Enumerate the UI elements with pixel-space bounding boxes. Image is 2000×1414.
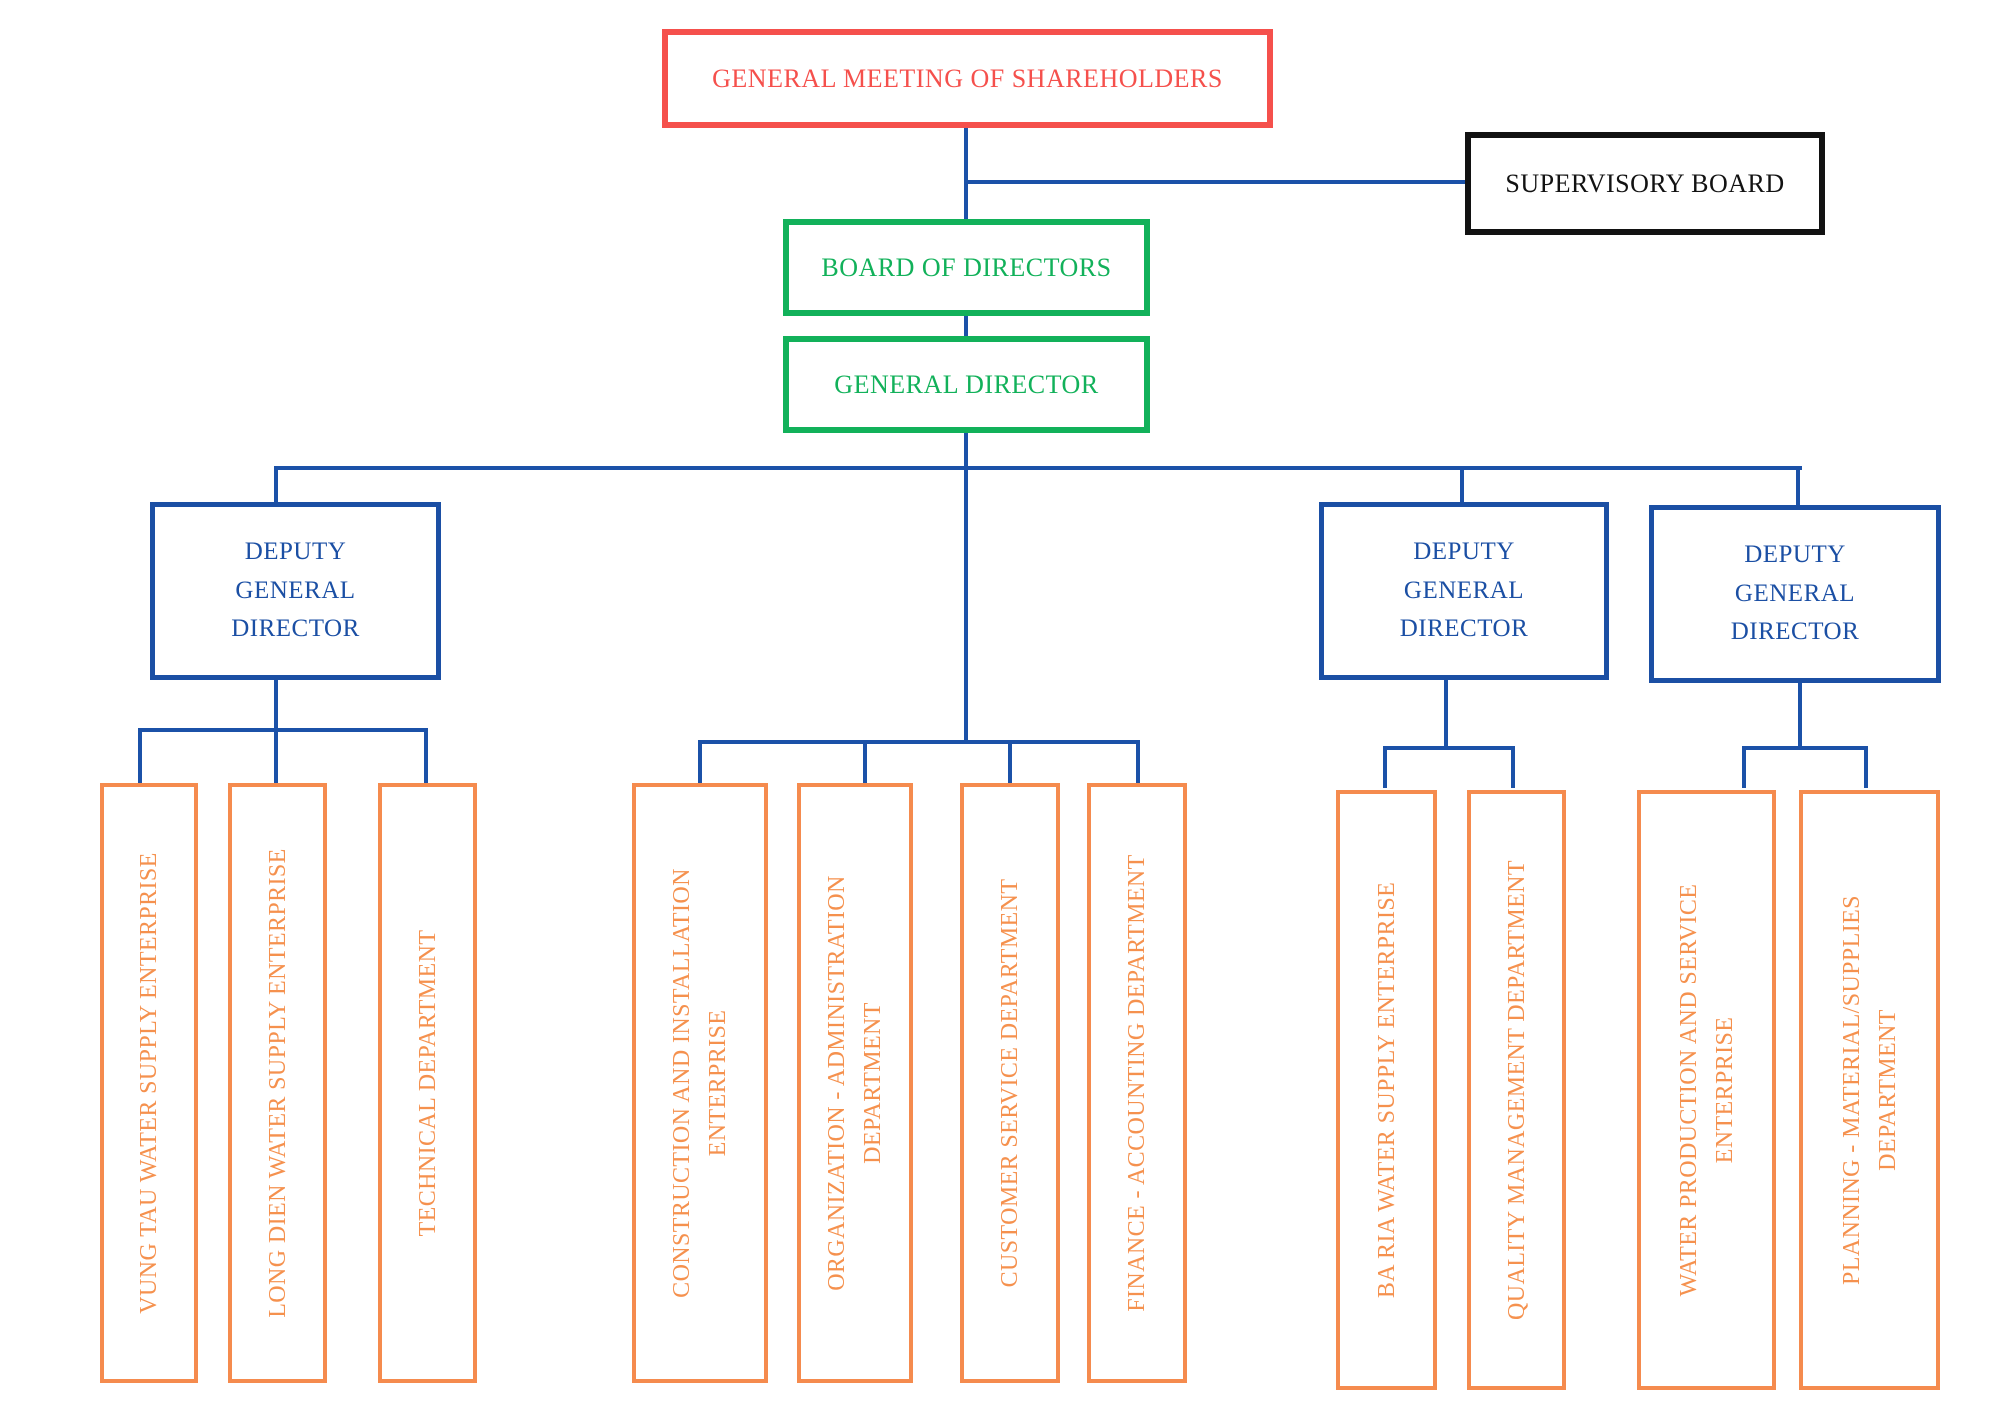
node-organization-administration-department: ORGANIZATION - ADMINISTRATION DEPARTMENT bbox=[797, 783, 913, 1383]
node-deputy-general-director-2: DEPUTY GENERAL DIRECTOR bbox=[1319, 502, 1609, 680]
connector-deputy1-down bbox=[274, 680, 278, 730]
node-customer-service-department: CUSTOMER SERVICE DEPARTMENT bbox=[960, 783, 1060, 1383]
connector-supervisory bbox=[964, 180, 1465, 184]
node-label: GENERAL DIRECTOR bbox=[834, 369, 1099, 399]
connector-deputy2-down bbox=[1444, 680, 1448, 748]
node-label: BA RIA WATER SUPPLY ENTERPRISE bbox=[1373, 881, 1400, 1299]
connector-dep3-rail bbox=[1742, 746, 1868, 750]
node-quality-management-department: QUALITY MANAGEMENT DEPARTMENT bbox=[1467, 790, 1566, 1390]
connector-trunk-top bbox=[964, 128, 968, 222]
node-general-director: GENERAL DIRECTOR bbox=[783, 336, 1150, 433]
node-label: VUNG TAU WATER SUPPLY ENTERPRISE bbox=[136, 852, 162, 1314]
connector-mid-drop-1 bbox=[698, 740, 702, 786]
node-label: WATER PRODUCTION AND SERVICE ENTERPRISE bbox=[1675, 883, 1738, 1297]
connector-left-rail bbox=[138, 728, 428, 732]
connector-gd-rail bbox=[964, 430, 968, 468]
connector-dep2-drop-1 bbox=[1383, 746, 1387, 788]
node-planning-material-supplies-department: PLANNING - MATERIAL/SUPPLIES DEPARTMENT bbox=[1799, 790, 1940, 1390]
node-label: ORGANIZATION - ADMINISTRATION DEPARTMENT bbox=[824, 875, 886, 1291]
connector-drop-deputy-2 bbox=[1460, 466, 1464, 504]
connector-mid-rail bbox=[698, 740, 1140, 744]
connector-left-drop-1 bbox=[138, 728, 142, 786]
node-label: CUSTOMER SERVICE DEPARTMENT bbox=[997, 878, 1023, 1288]
connector-mid-trunk bbox=[964, 468, 968, 742]
node-long-dien-enterprise: LONG DIEN WATER SUPPLY ENTERPRISE bbox=[228, 783, 327, 1383]
node-supervisory-board: SUPERVISORY BOARD bbox=[1465, 132, 1825, 235]
node-label: PLANNING - MATERIAL/SUPPLIES DEPARTMENT bbox=[1838, 895, 1901, 1285]
node-technical-department: TECHNICAL DEPARTMENT bbox=[378, 783, 477, 1383]
node-ba-ria-enterprise: BA RIA WATER SUPPLY ENTERPRISE bbox=[1336, 790, 1437, 1390]
node-label: DEPUTY GENERAL DIRECTOR bbox=[231, 537, 360, 643]
connector-dep3-drop-1 bbox=[1742, 746, 1746, 788]
node-label: DEPUTY GENERAL DIRECTOR bbox=[1399, 537, 1529, 643]
node-water-production-service-enterprise: WATER PRODUCTION AND SERVICE ENTERPRISE bbox=[1637, 790, 1776, 1390]
node-label: DEPUTY GENERAL DIRECTOR bbox=[1730, 540, 1860, 646]
connector-drop-deputy-1 bbox=[274, 466, 278, 504]
node-label: GENERAL MEETING OF SHAREHOLDERS bbox=[712, 63, 1223, 93]
connector-mid-drop-2 bbox=[863, 740, 867, 786]
node-label: QUALITY MANAGEMENT DEPARTMENT bbox=[1503, 860, 1530, 1320]
node-label: SUPERVISORY BOARD bbox=[1505, 168, 1785, 198]
node-deputy-general-director-3: DEPUTY GENERAL DIRECTOR bbox=[1649, 505, 1941, 683]
node-construction-installation-enterprise: CONSTRUCTION AND INSTALLATION ENTERPRISE bbox=[632, 783, 768, 1383]
connector-dep2-rail bbox=[1383, 746, 1515, 750]
connector-mid-drop-4 bbox=[1136, 740, 1140, 786]
connector-mid-drop-3 bbox=[1008, 740, 1012, 786]
node-label: LONG DIEN WATER SUPPLY ENTERPRISE bbox=[264, 848, 291, 1318]
node-board-of-directors: BOARD OF DIRECTORS bbox=[783, 219, 1150, 316]
connector-left-drop-3 bbox=[424, 728, 428, 786]
node-label: FINANCE - ACCOUNTING DEPARTMENT bbox=[1124, 854, 1150, 1312]
node-vung-tau-enterprise: VUNG TAU WATER SUPPLY ENTERPRISE bbox=[100, 783, 198, 1383]
connector-dep3-drop-2 bbox=[1864, 746, 1868, 788]
node-label: BOARD OF DIRECTORS bbox=[821, 252, 1112, 282]
connector-drop-deputy-3 bbox=[1796, 466, 1800, 505]
node-general-meeting: GENERAL MEETING OF SHAREHOLDERS bbox=[662, 29, 1273, 128]
connector-left-drop-2 bbox=[274, 728, 278, 786]
node-finance-accounting-department: FINANCE - ACCOUNTING DEPARTMENT bbox=[1087, 783, 1187, 1383]
node-label: TECHNICAL DEPARTMENT bbox=[414, 929, 441, 1237]
connector-dep2-drop-2 bbox=[1511, 746, 1515, 788]
node-deputy-general-director-1: DEPUTY GENERAL DIRECTOR bbox=[150, 502, 441, 680]
node-label: CONSTRUCTION AND INSTALLATION ENTERPRISE bbox=[669, 868, 731, 1298]
connector-bod-gd bbox=[964, 315, 968, 338]
connector-deputy3-down bbox=[1798, 683, 1802, 748]
connector-main-rail bbox=[276, 466, 1802, 470]
